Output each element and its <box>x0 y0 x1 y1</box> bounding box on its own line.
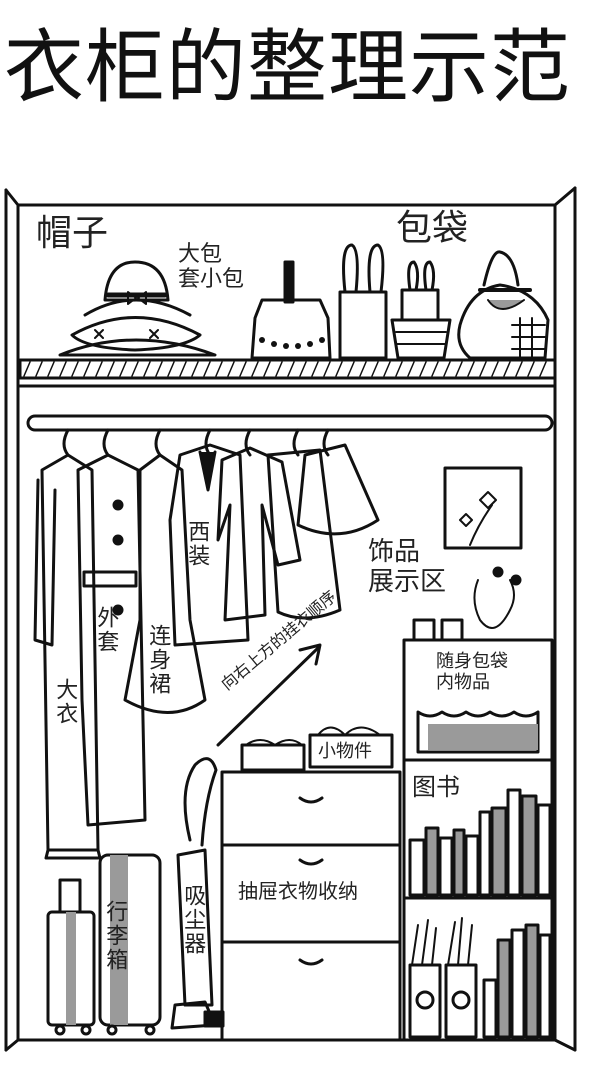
overcoat-label: 大衣 <box>52 678 78 726</box>
wardrobe-frame <box>4 186 577 1052</box>
hanging-rod <box>26 414 554 432</box>
hang-order-arrow <box>216 643 322 747</box>
accessory-display <box>443 466 523 629</box>
accessory-display-label: 饰品 展示区 <box>368 537 447 597</box>
luggage-label: 行李箱 <box>102 900 128 972</box>
top-shelf <box>18 358 557 388</box>
books <box>408 788 552 1039</box>
coat-label: 外套 <box>93 606 119 654</box>
big-bag-small-bag-label: 大包 套小包 <box>178 242 245 293</box>
drawer-unit <box>220 770 402 1042</box>
right-shelving-unit <box>402 618 554 1042</box>
drawer-storage-label: 抽屉衣物收纳 <box>238 879 358 903</box>
suit-label: 西装 <box>184 520 210 568</box>
hats-stack <box>58 260 217 357</box>
books-label: 图书 <box>412 773 460 801</box>
small-items-bins <box>240 726 394 772</box>
hats-label: 帽子 <box>36 213 109 254</box>
dress-label: 连身裙 <box>145 624 171 696</box>
bags-on-shelf <box>250 243 550 360</box>
small-items-label: 小物件 <box>318 741 372 762</box>
luggage <box>46 853 162 1036</box>
vacuum-label: 吸尘器 <box>180 884 206 956</box>
hanging-clothes <box>33 428 380 860</box>
vacuum-cleaner <box>170 757 225 1030</box>
bags-label: 包袋 <box>396 208 469 249</box>
page-title: 衣柜的整理示范 <box>4 21 571 114</box>
bag-items-label: 随身包袋 内物品 <box>436 651 508 693</box>
